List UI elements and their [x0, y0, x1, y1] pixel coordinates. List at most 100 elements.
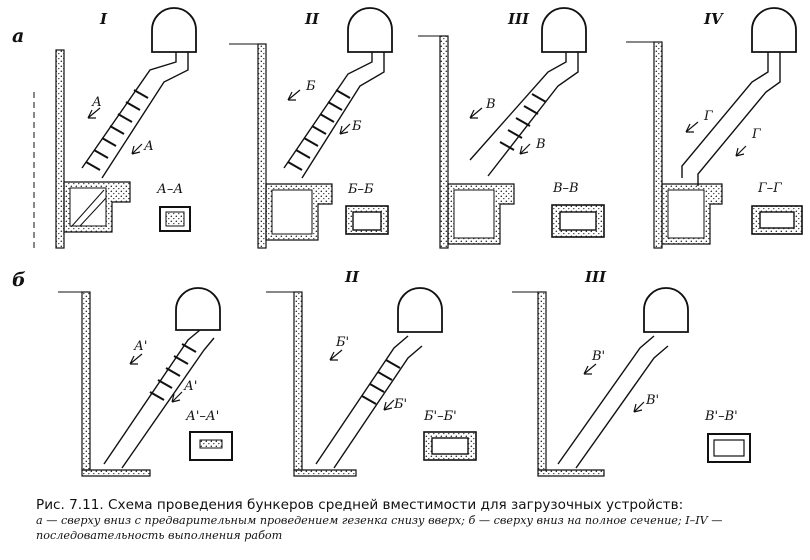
arrow-label: А	[91, 95, 102, 110]
incline-wall	[121, 337, 215, 469]
bunker-cavity	[271, 189, 313, 235]
incline-wall	[681, 48, 769, 178]
section-fill	[199, 439, 223, 449]
incline-wall	[333, 345, 423, 469]
direction-arrow-icon	[287, 89, 301, 101]
figure-caption: Рис. 7.11. Схема проведения бункеров сре…	[36, 497, 796, 543]
incline-wall	[557, 335, 655, 465]
arrow-label: Г	[751, 127, 761, 142]
stage-number-label: II	[344, 268, 360, 286]
bunker-dome	[151, 7, 197, 53]
footwall	[293, 469, 357, 477]
incline-wall	[315, 335, 409, 465]
caption-body: а — сверху вниз с предварительным провед…	[36, 514, 723, 542]
shaft-wall	[653, 41, 663, 249]
arrow-label: Г	[703, 109, 713, 124]
direction-arrow-icon	[383, 399, 395, 411]
bunker-dome	[397, 287, 443, 333]
panel-a-4: IV Г Г Г–Г	[626, 7, 803, 249]
arrow-label: Б	[351, 119, 362, 134]
arrow-label: Б	[305, 79, 316, 94]
panel-b-2: II Б' Б' Б'–Б'	[266, 268, 477, 477]
stage-number-label: III	[507, 10, 530, 28]
bunker-dome	[541, 7, 587, 53]
section-label: А–А	[156, 182, 183, 197]
incline-wall	[301, 48, 385, 179]
footwall	[537, 469, 605, 477]
section-opening	[352, 211, 382, 231]
section-label: Б–Б	[347, 182, 374, 197]
section-fill	[165, 211, 185, 227]
direction-arrow-icon	[519, 143, 531, 155]
bunker-dome	[347, 7, 393, 53]
incline-wall	[81, 48, 177, 169]
section-opening	[759, 211, 795, 229]
stage-number-label: II	[304, 10, 320, 28]
section-label: Б'–Б'	[423, 409, 457, 424]
stage-number-label: I	[99, 10, 108, 28]
shaft-wall	[439, 35, 449, 249]
stage-number-label: IV	[703, 10, 724, 28]
direction-arrow-icon	[583, 363, 597, 375]
direction-arrow-icon	[171, 391, 183, 403]
shaft-wall	[293, 291, 303, 471]
footwall	[81, 469, 151, 477]
panel-a-1: I А А А–А	[33, 7, 197, 249]
timber-sets	[85, 89, 149, 171]
winze-diagonal	[71, 189, 105, 227]
bunker-cavity	[667, 189, 705, 239]
section-label: В–В	[552, 181, 579, 196]
bunker-dome	[643, 287, 689, 333]
direction-arrow-icon	[469, 107, 483, 119]
arrow-label: В'	[591, 349, 605, 364]
section-opening	[431, 437, 469, 455]
section-label: В'–В'	[704, 409, 738, 424]
shaft-wall	[257, 43, 267, 249]
incline-wall	[103, 329, 201, 465]
arrow-label: А'	[133, 339, 147, 354]
direction-arrow-icon	[685, 121, 699, 133]
direction-arrow-icon	[735, 145, 747, 157]
timber-sets	[361, 359, 401, 405]
arrow-label: А	[143, 139, 154, 154]
arrow-label: В	[485, 97, 496, 112]
direction-arrow-icon	[131, 143, 143, 155]
panel-a-3: III В В В–В	[418, 7, 605, 249]
section-label: А'–А'	[185, 409, 219, 424]
arrow-label: В	[535, 137, 546, 152]
incline-wall	[487, 48, 579, 177]
incline-wall	[101, 48, 189, 179]
stage-number-label: III	[584, 268, 607, 286]
bunker-dome	[751, 7, 797, 53]
arrow-label: Б'	[335, 335, 349, 350]
bunker-cavity	[453, 189, 495, 239]
shaft-wall	[55, 49, 65, 249]
incline-wall	[469, 48, 567, 161]
arrow-label: А'	[183, 379, 197, 394]
arrow-label: Б'	[393, 397, 407, 412]
winze-diagonal	[79, 197, 107, 227]
section-label: Г–Г	[757, 181, 782, 196]
panel-b-1: А' А' А'–А'	[58, 287, 233, 477]
panel-a-2: II Б Б Б–Б	[229, 7, 393, 249]
timber-sets	[499, 93, 547, 151]
direction-arrow-icon	[633, 401, 645, 413]
caption-title: Рис. 7.11. Схема проведения бункеров сре…	[36, 497, 684, 513]
direction-arrow-icon	[339, 123, 351, 135]
timber-sets	[149, 343, 197, 401]
incline-wall	[283, 48, 373, 169]
section-opening	[559, 211, 597, 231]
direction-arrow-icon	[329, 349, 343, 361]
panel-b-3: III В' В' В'–В'	[512, 268, 751, 477]
incline-wall	[575, 345, 669, 469]
row-label-b: б	[12, 269, 26, 291]
direction-arrow-icon	[87, 107, 101, 119]
section-opening	[713, 439, 745, 457]
arrow-label: В'	[645, 393, 659, 408]
incline-wall	[697, 48, 781, 186]
row-label-a: а	[12, 25, 24, 47]
direction-arrow-icon	[129, 353, 143, 365]
shaft-wall	[537, 291, 547, 471]
bunker-dome	[175, 287, 221, 331]
